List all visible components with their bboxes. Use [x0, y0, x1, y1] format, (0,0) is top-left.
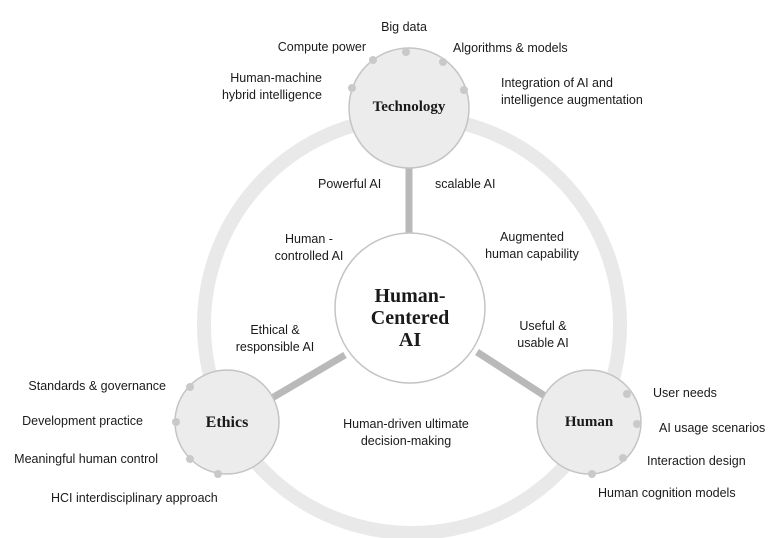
dot-standards — [186, 383, 194, 391]
label-human-controlled-ai: Human - controlled AI — [274, 232, 344, 263]
label-scalable-ai: scalable AI — [435, 177, 496, 191]
label-augmented-capability: Augmented human capability — [485, 230, 579, 261]
human-item-cognition-models: Human cognition models — [598, 486, 736, 500]
connector-human — [475, 349, 547, 399]
technology-item-compute-power: Compute power — [277, 40, 366, 54]
technology-item-integration-ai: Integration of AI and intelligence augme… — [501, 76, 643, 107]
dot-development — [172, 418, 180, 426]
dot-compute-power — [369, 56, 377, 64]
ethics-item-hci-approach: HCI interdisciplinary approach — [51, 491, 218, 505]
dot-interaction — [619, 454, 627, 462]
dot-cognition — [588, 470, 596, 478]
technology-item-algorithms-models: Algorithms & models — [453, 41, 568, 55]
human-item-ai-usage-scenarios: AI usage scenarios — [659, 421, 766, 435]
label-ethical-responsible-ai: Ethical & responsible AI — [235, 323, 315, 354]
dot-integration — [460, 86, 468, 94]
technology-node-label: Technology — [372, 99, 446, 115]
label-useful-usable-ai: Useful & usable AI — [517, 319, 569, 350]
dot-usage — [633, 420, 641, 428]
human-item-interaction-design: Interaction design — [647, 454, 746, 468]
technology-node-circle — [348, 47, 470, 169]
center-node-label: Human- Centered AI — [370, 285, 450, 351]
dot-user-needs — [623, 390, 631, 398]
dot-algorithms — [439, 58, 447, 66]
center-node-circle — [334, 232, 486, 384]
human-item-user-needs: User needs — [653, 386, 717, 400]
human-node-label: Human — [564, 414, 614, 430]
dot-big-data — [402, 48, 410, 56]
ethics-item-standards-governance: Standards & governance — [28, 379, 166, 393]
dot-meaningful — [186, 455, 194, 463]
dot-hci — [214, 470, 222, 478]
technology-item-hybrid-intelligence: Human-machine hybrid intelligence — [221, 71, 322, 102]
ethics-item-development-practice: Development practice — [22, 414, 143, 428]
connector-ethics — [270, 351, 347, 402]
ethics-node-label: Ethics — [205, 414, 249, 431]
connector-dots — [172, 48, 641, 478]
label-human-driven-decision: Human-driven ultimate decision-making — [343, 417, 469, 448]
technology-item-big-data: Big data — [381, 20, 427, 34]
ethics-item-meaningful-control: Meaningful human control — [14, 452, 158, 466]
label-powerful-ai: Powerful AI — [318, 177, 382, 191]
dot-hybrid — [348, 84, 356, 92]
